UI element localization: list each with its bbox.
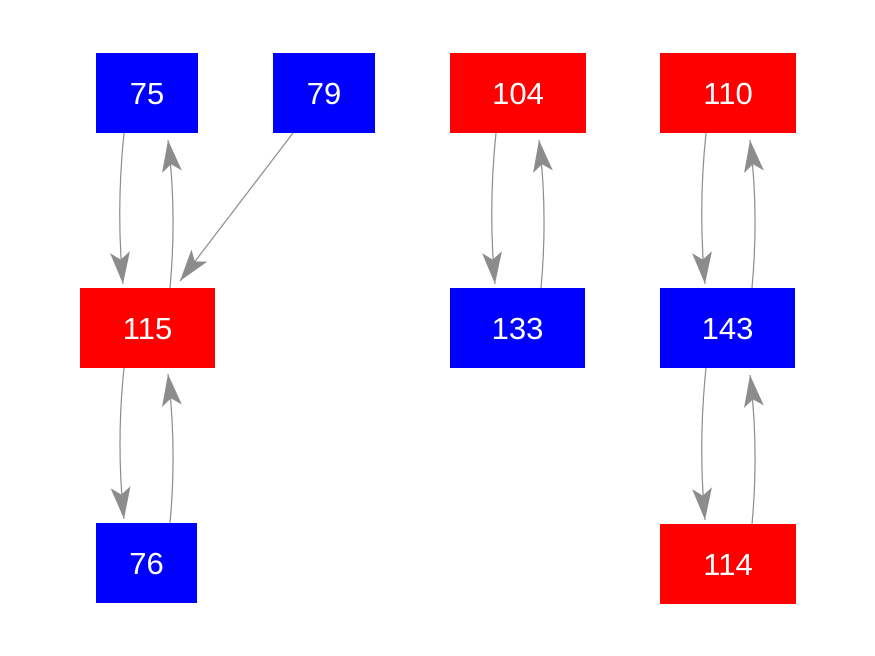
node-label: 114	[703, 546, 753, 582]
node-110[interactable]: 110	[660, 53, 796, 133]
node-115[interactable]: 115	[80, 288, 215, 368]
node-104[interactable]: 104	[450, 53, 586, 133]
node-label: 79	[306, 75, 342, 111]
edge-114-143	[743, 374, 764, 525]
node-114[interactable]: 114	[660, 524, 796, 604]
node-label: 143	[701, 310, 754, 346]
node-label: 104	[492, 75, 544, 111]
node-label: 133	[491, 310, 544, 346]
edge-143-114	[692, 367, 712, 521]
edge-75-115	[110, 132, 130, 285]
edge-115-75	[162, 139, 182, 289]
node-label: 115	[122, 310, 173, 346]
node-79[interactable]: 79	[273, 53, 375, 133]
node-label: 75	[129, 75, 165, 111]
node-label: 110	[703, 75, 753, 111]
edge-110-143	[692, 132, 712, 285]
node-75[interactable]: 75	[96, 53, 198, 133]
node-label: 76	[129, 545, 164, 581]
edge-79-115	[179, 132, 294, 282]
edge-76-115	[161, 373, 182, 524]
edge-143-110	[744, 139, 764, 289]
edge-104-133	[482, 132, 502, 285]
edge-115-76	[110, 367, 131, 520]
node-133[interactable]: 133	[450, 288, 585, 368]
node-76[interactable]: 76	[96, 523, 197, 603]
edge-133-104	[533, 139, 553, 289]
node-143[interactable]: 143	[660, 288, 795, 368]
